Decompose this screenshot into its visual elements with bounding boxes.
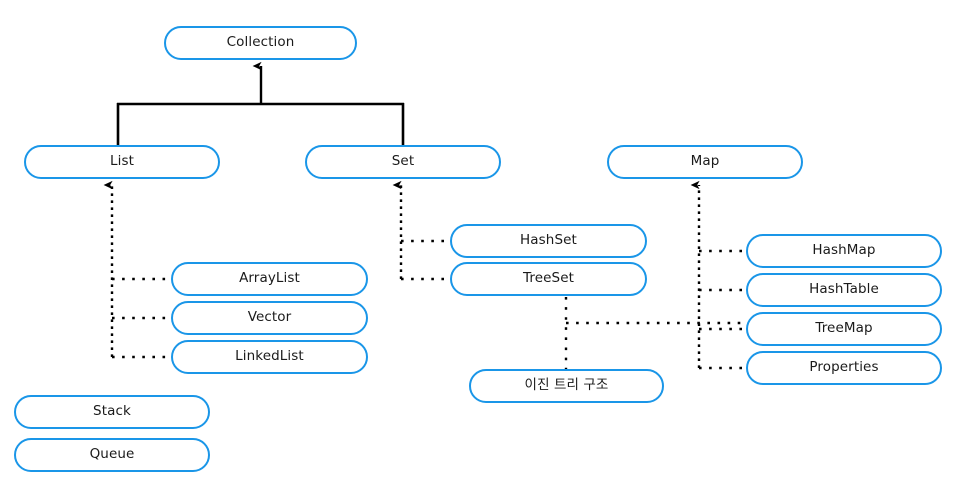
node-hashtable-label: HashTable — [809, 281, 879, 298]
node-list[interactable]: List — [24, 145, 220, 179]
node-queue-label: Queue — [89, 446, 135, 463]
node-set-label: Set — [391, 153, 415, 170]
node-map[interactable]: Map — [607, 145, 803, 179]
node-collection[interactable]: Collection — [164, 26, 357, 60]
node-treeset[interactable]: TreeSet — [450, 262, 647, 296]
node-stack[interactable]: Stack — [14, 395, 210, 429]
node-set[interactable]: Set — [305, 145, 501, 179]
node-binary-tree-structure-label: 이진 트리 구조 — [524, 377, 609, 394]
node-hashtable[interactable]: HashTable — [746, 273, 942, 307]
node-map-label: Map — [690, 153, 720, 170]
node-hashmap-label: HashMap — [812, 242, 876, 259]
node-collection-label: Collection — [226, 34, 295, 51]
node-treeset-label: TreeSet — [523, 270, 574, 287]
node-hashmap[interactable]: HashMap — [746, 234, 942, 268]
node-hashset[interactable]: HashSet — [450, 224, 647, 258]
node-treemap[interactable]: TreeMap — [746, 312, 942, 346]
node-queue[interactable]: Queue — [14, 438, 210, 472]
node-properties[interactable]: Properties — [746, 351, 942, 385]
node-binary-tree-structure[interactable]: 이진 트리 구조 — [469, 369, 664, 403]
node-vector[interactable]: Vector — [171, 301, 368, 335]
node-list-label: List — [110, 153, 134, 170]
node-linkedlist[interactable]: LinkedList — [171, 340, 368, 374]
node-hashset-label: HashSet — [520, 232, 577, 249]
node-arraylist[interactable]: ArrayList — [171, 262, 368, 296]
node-arraylist-label: ArrayList — [239, 270, 300, 287]
node-stack-label: Stack — [93, 403, 131, 420]
node-properties-label: Properties — [809, 359, 879, 376]
node-vector-label: Vector — [247, 309, 292, 326]
node-treemap-label: TreeMap — [815, 320, 873, 337]
node-linkedlist-label: LinkedList — [235, 348, 304, 365]
